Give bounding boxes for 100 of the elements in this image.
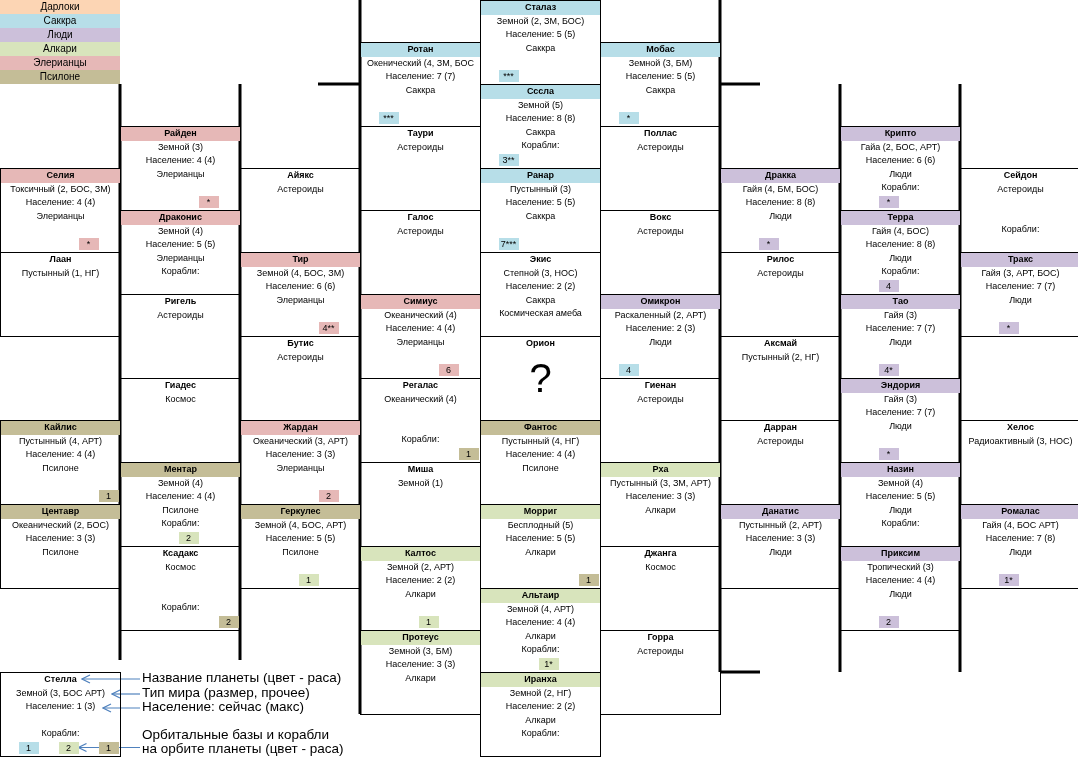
planet-info: Гайя (4, БОС АРТ) (981, 518, 1060, 532)
planet-info: Саккра (524, 293, 557, 307)
planet-cell (0, 672, 121, 757)
planet-info: Алкари (404, 587, 437, 601)
annotation-text: Название планеты (цвет - раса) (142, 671, 342, 685)
planet-info: Население: 7 (7) (864, 322, 937, 335)
planet-info: Население: 5 (5) (504, 28, 577, 41)
planet-info: Население: 4 (4) (24, 448, 97, 461)
planet-info: Гайя (3) (883, 392, 918, 406)
planet-info: Люди (888, 335, 913, 349)
orbit-marker: * (78, 237, 99, 250)
planet-info: Земной (5) (516, 98, 565, 112)
legend-item: Дарлоки (0, 0, 120, 14)
planet-name: Ксадакс (161, 547, 200, 560)
planet-info: Космическая амеба (498, 307, 583, 320)
planet-info: Корабли: (880, 181, 921, 194)
planet-info: Земной (4, АРТ) (505, 602, 576, 616)
orbit-marker: 2 (878, 615, 899, 628)
planet-name: Центавр (1, 505, 120, 519)
planet-info: Саккра (644, 83, 677, 97)
planet-cell (360, 294, 481, 379)
planet-info: Степной (3, НОС) (502, 266, 579, 280)
planet-info: Астероиды (636, 644, 685, 658)
orbit-marker: 4** (318, 321, 339, 334)
orbit-marker: 1 (18, 741, 39, 754)
orbit-marker: 3** (498, 153, 519, 166)
orbit-marker: 4 (618, 363, 639, 376)
planet-info: Псилоне (281, 545, 320, 559)
legend-item: Элерианцы (0, 56, 120, 70)
planet-name: Поллас (642, 127, 679, 140)
planet-info: Алкари (644, 503, 677, 517)
planet-info: Океанический (4) (383, 308, 458, 322)
planet-cell (840, 378, 961, 463)
planet-name: Галос (406, 211, 435, 224)
orbit-marker: 4 (878, 279, 899, 292)
planet-name: Крипто (841, 127, 960, 141)
orbit-marker: *** (378, 111, 399, 124)
planet-name: Миша (406, 463, 435, 476)
planet-info: Токсичный (2, БОС, ЗМ) (9, 182, 112, 196)
planet-name: Лаан (48, 253, 73, 266)
planet-info: Пустынный (2, НГ) (740, 350, 821, 364)
planet-info: Население: 3 (3) (264, 448, 337, 461)
planet-info: Псилоне (521, 461, 560, 475)
planet-info: Алкари (404, 671, 437, 685)
planet-info: Люди (888, 419, 913, 433)
planet-info: Гайя (4, БМ, БОС) (741, 182, 820, 196)
planet-name: Вокс (648, 211, 673, 224)
planet-info: Население: 2 (2) (504, 700, 577, 713)
legend-item: Саккра (0, 14, 120, 28)
planet-info: Космос (164, 560, 197, 574)
planet-info: Земной (3, БМ) (387, 644, 454, 658)
planet-info: Элерианцы (155, 251, 206, 265)
orbit-marker: 4* (878, 363, 899, 376)
orbit-marker: 1 (98, 489, 119, 502)
planet-info: Население: 5 (5) (144, 238, 217, 251)
annotation-text: Тип мира (размер, прочее) (142, 686, 310, 700)
planet-name: Симиус (361, 295, 480, 309)
orbit-marker: 2 (178, 531, 199, 544)
planet-info: Окенический (4, ЗМ, БОС (366, 56, 475, 70)
planet-info: Раскаленный (2, АРТ) (613, 308, 708, 322)
orbit-marker: * (998, 321, 1019, 334)
planet-info: Население: 2 (2) (504, 280, 577, 293)
planet-info: Пустынный (4, НГ) (500, 434, 581, 448)
planet-info: Астероиды (636, 392, 685, 406)
planet-info: Земной (2, НГ) (508, 686, 573, 700)
planet-info: Гайа (2, БОС, АРТ) (859, 140, 942, 154)
planet-info: Пустынный (3) (509, 182, 572, 196)
planet-info: Население: 5 (5) (264, 532, 337, 545)
planet-name: Хелос (1006, 421, 1035, 434)
planet-cell (480, 588, 601, 673)
planet-name: Протеус (361, 631, 480, 645)
planet-info: Псилоне (161, 503, 200, 517)
planet-name: Сейдон (1002, 169, 1039, 182)
planet-info: Люди (888, 587, 913, 601)
planet-cell (480, 672, 601, 757)
planet-info: Население: 8 (8) (864, 238, 937, 251)
planet-info: Население: 3 (3) (384, 658, 457, 671)
planet-cell (240, 252, 361, 337)
planet-name: Тир (241, 253, 360, 267)
planet-info: Земной (4) (876, 476, 925, 490)
planet-cell (480, 84, 601, 169)
planet-info: Тропический (3) (866, 560, 935, 574)
planet-name: Ригель (163, 295, 198, 308)
planet-name: Джанга (643, 547, 678, 560)
planet-cell (0, 252, 121, 337)
planet-name: Гиадес (164, 379, 197, 392)
planet-info: Население: 4 (4) (864, 574, 937, 587)
orbit-marker: 7*** (498, 237, 519, 250)
planet-info: Астероиды (396, 224, 445, 238)
planet-cell (840, 546, 961, 631)
planet-name: Геркулес (241, 505, 360, 519)
leader-arrow (111, 689, 141, 699)
planet-info: Население: 1 (3) (24, 700, 97, 713)
planet-name: Приксим (841, 547, 960, 561)
planet-info: Люди (888, 251, 913, 265)
orbit-marker: * (198, 195, 219, 208)
planet-info: Население: 6 (6) (864, 154, 937, 167)
orbit-marker: 2 (58, 741, 79, 754)
planet-info: Корабли: (520, 139, 561, 152)
planet-info: Население: 3 (3) (24, 532, 97, 545)
